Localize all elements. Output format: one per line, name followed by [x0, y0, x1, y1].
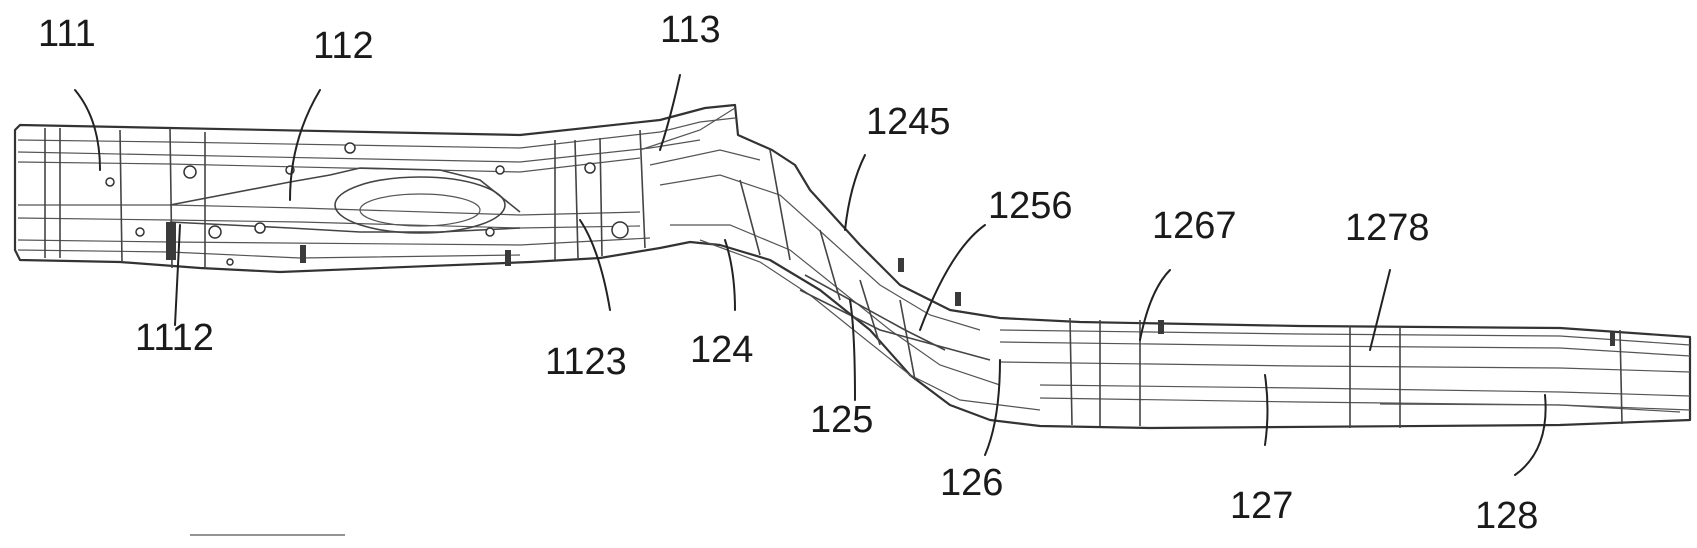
label-125: 125	[810, 399, 873, 441]
label-1123: 1123	[545, 341, 627, 383]
label-126: 126	[940, 462, 1003, 504]
label-113: 113	[660, 9, 721, 51]
rear-tab	[639, 107, 761, 166]
reference-numerals: 111 112 113 1112 1123 124 1245 125 1256 …	[38, 9, 1538, 537]
leader-lines	[74, 74, 1547, 476]
label-1256: 1256	[988, 185, 1073, 227]
label-112: 112	[313, 25, 374, 67]
label-111: 111	[38, 13, 96, 55]
label-1245: 1245	[866, 101, 951, 143]
label-1267: 1267	[1152, 205, 1237, 247]
rear-beam-section	[999, 317, 1691, 428]
front-beam-section	[13, 103, 1692, 430]
label-1278: 1278	[1345, 207, 1430, 249]
label-128: 128	[1475, 495, 1538, 537]
label-1112: 1112	[135, 317, 214, 359]
label-124: 124	[690, 329, 753, 371]
label-127: 127	[1230, 485, 1293, 527]
sloped-section	[659, 149, 1041, 411]
